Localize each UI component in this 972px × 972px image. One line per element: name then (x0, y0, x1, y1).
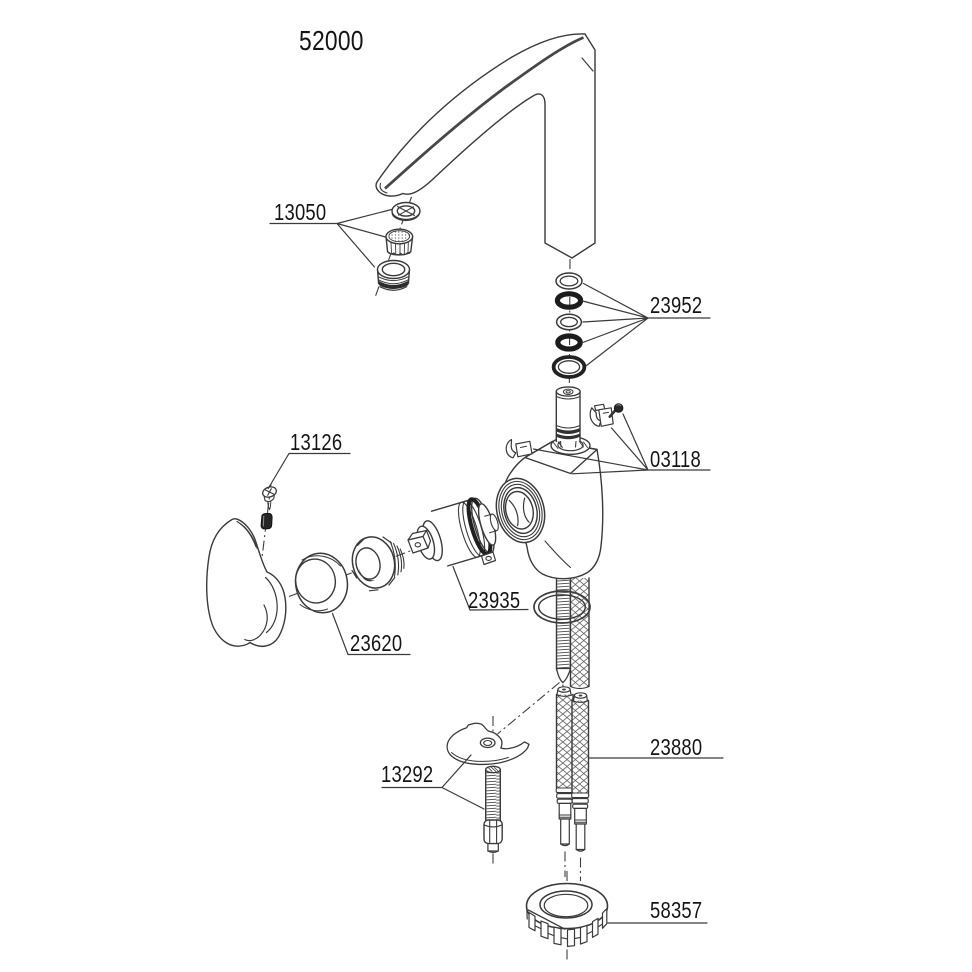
hose-left-drawing (555, 686, 574, 847)
part-label-23952: 23952 (650, 292, 703, 318)
part-label-13050: 13050 (274, 199, 327, 225)
part-label-13126: 13126 (290, 429, 343, 455)
aerator-ring-drawing (376, 259, 411, 291)
part-label-03118: 03118 (650, 446, 702, 472)
o-ring-stack-drawing (551, 272, 587, 379)
faucet-body-drawing (495, 440, 604, 580)
handle-plug-drawing (260, 512, 273, 530)
cartridge-nut-drawing (351, 536, 405, 592)
assembly-number-label: 52000 (299, 25, 364, 56)
mounting-stud-drawing (483, 765, 503, 854)
swivel-stem-drawing (555, 386, 581, 448)
part-label-23935: 23935 (468, 587, 521, 613)
base-ring-drawing (525, 882, 609, 947)
horseshoe-washer-drawing (446, 722, 530, 766)
fixing-clip-left-drawing (505, 438, 533, 459)
part-label-13292: 13292 (381, 761, 434, 787)
cartridge-drawing (407, 497, 499, 567)
spout-drawing (375, 33, 596, 259)
fixing-clip-right-drawing (589, 403, 614, 427)
part-label-58357: 58357 (650, 897, 703, 923)
fixing-screw-drawing (608, 403, 624, 418)
aerator-washer-drawing (391, 201, 421, 222)
handle-lever-drawing (206, 518, 287, 648)
base-o-ring-drawing (533, 590, 591, 624)
part-label-23880: 23880 (650, 734, 703, 760)
hose-right-drawing (571, 692, 590, 852)
handle-screw-drawing (262, 486, 277, 510)
leader-lines (267, 208, 724, 924)
threaded-rod-drawing (555, 577, 572, 684)
aerator-insert-drawing (385, 228, 414, 256)
cover-cap-drawing (294, 552, 349, 614)
part-label-23620: 23620 (350, 630, 403, 656)
body-port-drawing (495, 477, 546, 544)
